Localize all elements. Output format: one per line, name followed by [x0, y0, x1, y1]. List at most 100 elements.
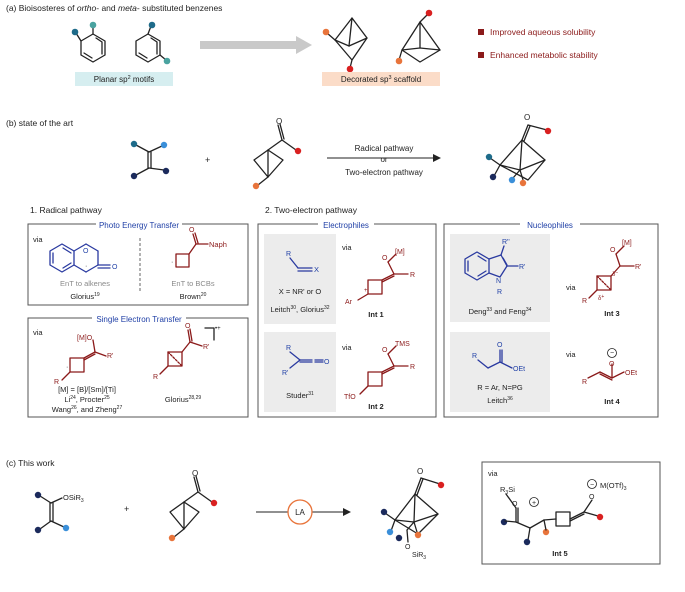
int4-minus: − — [610, 350, 614, 357]
dot-orange-marker — [542, 528, 550, 536]
product-b-oxygen: O — [524, 113, 530, 122]
coumarin — [49, 243, 111, 273]
ref-leitch-glorius: Leitch30, Glorius32 — [270, 305, 329, 314]
osir3-label: OSiR3 — [63, 493, 84, 504]
set-ref-wang-zheng: Wang26, and Zheng27 — [52, 405, 123, 414]
int3-m: [M] — [622, 240, 632, 247]
ref-brown-20: Brown20 — [180, 292, 207, 301]
dot-red-marker — [596, 513, 604, 521]
int5-plus: + — [532, 500, 536, 507]
int5-minus: − — [590, 482, 594, 489]
sp3-scaffold-1 — [322, 17, 368, 73]
dot-darkteal-marker — [71, 28, 79, 36]
set-r: R — [54, 379, 59, 386]
electrophile-imine — [289, 257, 313, 272]
bcb-ketone — [252, 123, 302, 190]
int1-structure — [357, 253, 409, 301]
radical-dot-2: · — [171, 259, 173, 266]
int5-o-right: O — [589, 494, 595, 501]
ref-leitch-36: Leitch36 — [487, 396, 513, 405]
product-c-o: O — [405, 544, 411, 551]
set-cation-r: R — [153, 374, 158, 381]
int4-via: via — [566, 350, 576, 359]
photo-energy-box — [27, 223, 249, 306]
arrow-or: or — [380, 155, 387, 164]
radical-dot-1: · — [85, 263, 87, 270]
dot-darkteal-marker — [130, 140, 138, 148]
set-rprime: R' — [107, 353, 113, 360]
arrow-radical: Radical pathway — [355, 144, 414, 153]
ester — [477, 349, 513, 369]
int1-r: R — [410, 272, 415, 279]
radical-dot-3: · — [66, 364, 68, 371]
bcb-ketone-c — [168, 475, 218, 542]
int3-r: R — [582, 298, 587, 305]
dot-navy-marker — [489, 173, 497, 181]
meta-benzene — [135, 21, 171, 65]
benefit-bullet-1 — [478, 29, 484, 35]
plus-b: + — [205, 155, 210, 165]
set-cation-rprime: R' — [203, 344, 209, 351]
nucleophile-1-bg — [450, 234, 550, 322]
ester-o: O — [497, 342, 503, 349]
dot-red-marker — [437, 481, 445, 489]
int5-structure — [500, 479, 604, 546]
int4-o: O — [609, 361, 615, 368]
photo-energy-title: Photo Energy Transfer — [99, 221, 179, 230]
product-c — [380, 477, 445, 543]
section-c-title: (c) This work — [6, 458, 55, 468]
electrophile-2-bg — [264, 332, 336, 412]
dot-navy-marker — [395, 534, 403, 542]
nucleophiles-title: Nucleophiles — [527, 221, 573, 230]
plus-c: + — [124, 504, 129, 514]
arrow-two-electron: Two-electron pathway — [345, 168, 423, 177]
benefit-1: Improved aqueous solubility — [490, 27, 596, 37]
int3-structure — [588, 245, 635, 299]
int1-label: Int 1 — [368, 310, 383, 319]
int4-label: Int 4 — [604, 397, 620, 406]
dot-orange-marker — [168, 534, 176, 542]
section-a-title: (a) Bioisosteres of ortho- and meta- sub… — [6, 3, 222, 13]
set-box — [27, 317, 249, 418]
planar-label: Planar sp2 motifs — [94, 75, 154, 84]
dot-orange-marker — [519, 179, 527, 187]
electrophile-r: R — [286, 251, 291, 258]
int5-motf: M(OTf)3 — [600, 481, 627, 492]
ortho-benzene — [71, 21, 106, 63]
int5-o-left: O — [512, 501, 518, 508]
int3-rprime: R' — [635, 264, 641, 271]
indole-rdprime: R'' — [502, 239, 510, 246]
nucleophile-2-bg — [450, 332, 550, 412]
planar-label-bg — [75, 72, 173, 86]
int2-o: O — [382, 347, 388, 354]
int3-o: O — [610, 247, 616, 254]
dot-teal-marker — [163, 57, 171, 65]
set-metals: [M] = [B]/[Sm]/[Ti] — [58, 385, 116, 394]
naph-label: Naph — [209, 240, 227, 249]
set-cation-o: O — [185, 323, 191, 330]
dot-darkteal-marker — [485, 153, 493, 161]
int1-plus: + — [364, 288, 368, 294]
sp3-label: Decorated sp3 scaffold — [341, 75, 421, 84]
electrophile-x: X — [314, 265, 319, 274]
set-title: Single Electron Transfer — [96, 315, 182, 324]
set-enolate-structure — [61, 339, 107, 381]
cyclobutyl-naph — [175, 232, 209, 268]
int5-box — [481, 461, 661, 565]
electrophile-1-bg — [264, 234, 336, 324]
dot-red-marker — [210, 499, 218, 507]
set-mo: [M]O — [77, 335, 93, 342]
ketene-r: R — [286, 345, 291, 352]
ketene-o: O — [324, 359, 330, 366]
ref-deng-feng: Deng33 and Feng34 — [469, 307, 532, 316]
product-c-oxygen: O — [417, 467, 423, 476]
coumarin-o-carbonyl: O — [112, 264, 118, 271]
sp3-scaffold-2 — [395, 9, 441, 65]
indole-r: R — [497, 289, 502, 296]
naph-oxygen: O — [189, 227, 195, 234]
benefit-2: Enhanced metabolic stability — [490, 50, 598, 60]
la-label: LA — [295, 508, 305, 517]
alkene-substrate — [130, 140, 170, 180]
dot-navy-marker — [34, 491, 42, 499]
dot-blue-marker — [386, 528, 394, 536]
